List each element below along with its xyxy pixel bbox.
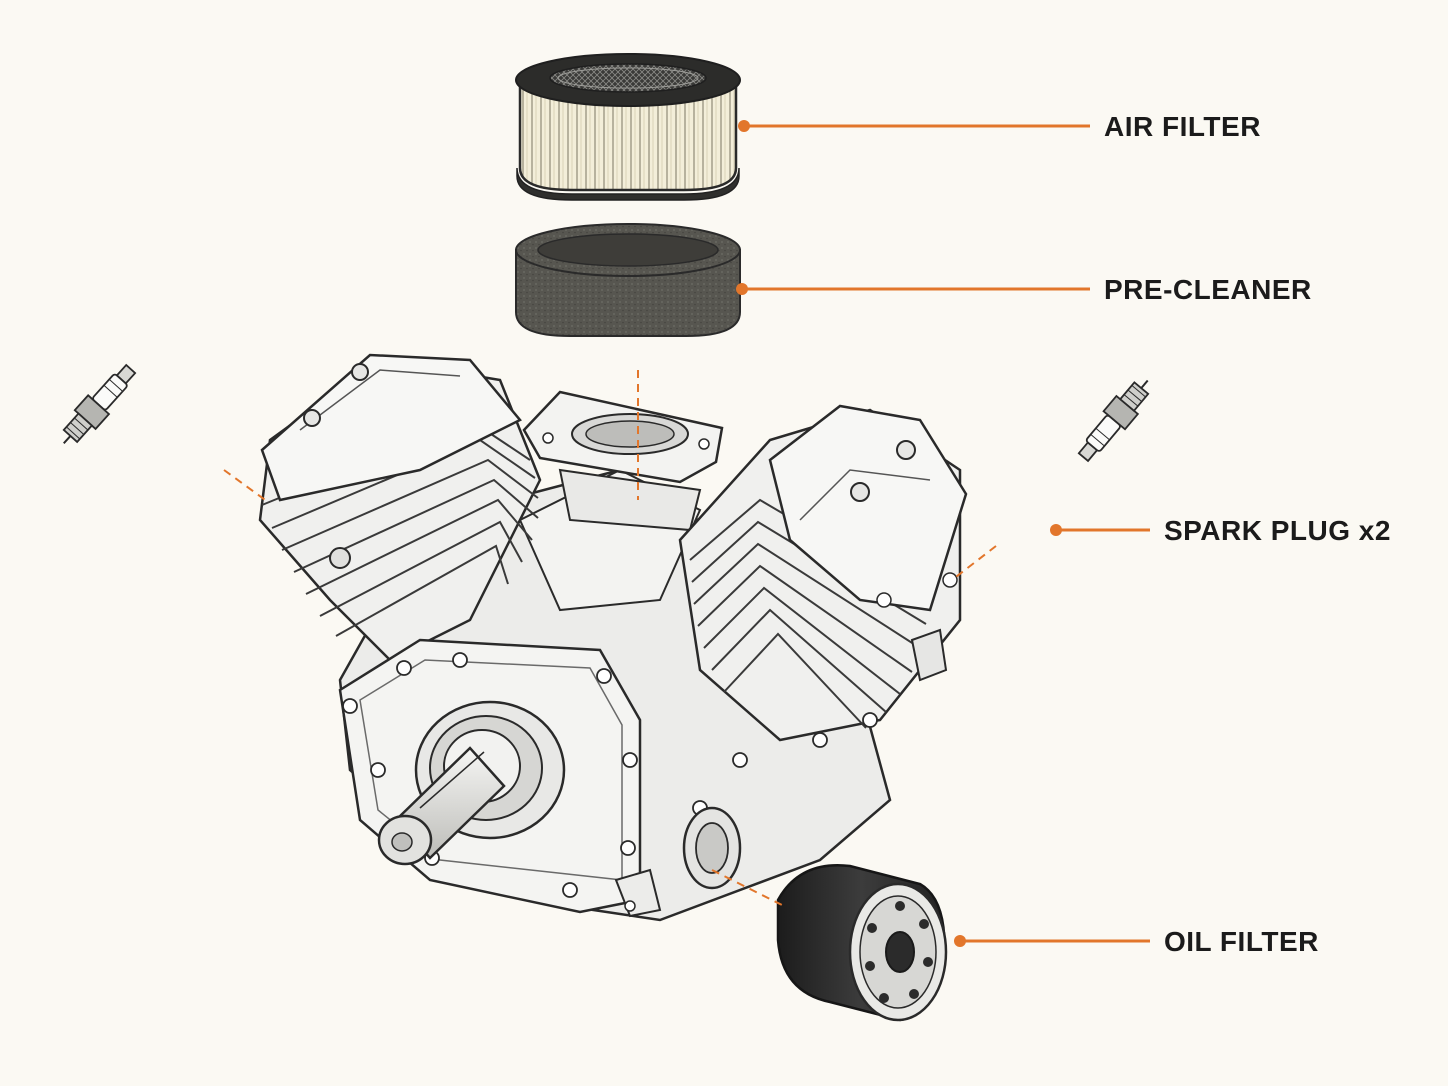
- oil-filter-label: OIL FILTER: [1164, 926, 1319, 957]
- pre-cleaner-label: PRE-CLEANER: [1104, 274, 1312, 305]
- spark-plug-label: SPARK PLUG x2: [1164, 515, 1391, 546]
- spark-plug-left: [62, 363, 137, 445]
- spark-plug-right: [1077, 379, 1150, 463]
- air-filter-label: AIR FILTER: [1104, 111, 1261, 142]
- oil-filter: [776, 864, 948, 1022]
- callout-leader-pre-cleaner: [736, 283, 1090, 295]
- callout-leader-oil-filter: [954, 935, 1150, 947]
- intake-manifold: [522, 390, 724, 532]
- pre-cleaner: [515, 223, 741, 337]
- v-twin-engine: [258, 353, 968, 922]
- right-cylinder: [678, 404, 968, 742]
- left-cylinder: [258, 353, 542, 662]
- assembly-guides: [223, 370, 997, 907]
- crankshaft: [377, 746, 506, 866]
- callout-leader-air-filter: [738, 120, 1090, 132]
- callout-leader-spark-plug: [1050, 524, 1150, 536]
- air-filter: [515, 53, 741, 201]
